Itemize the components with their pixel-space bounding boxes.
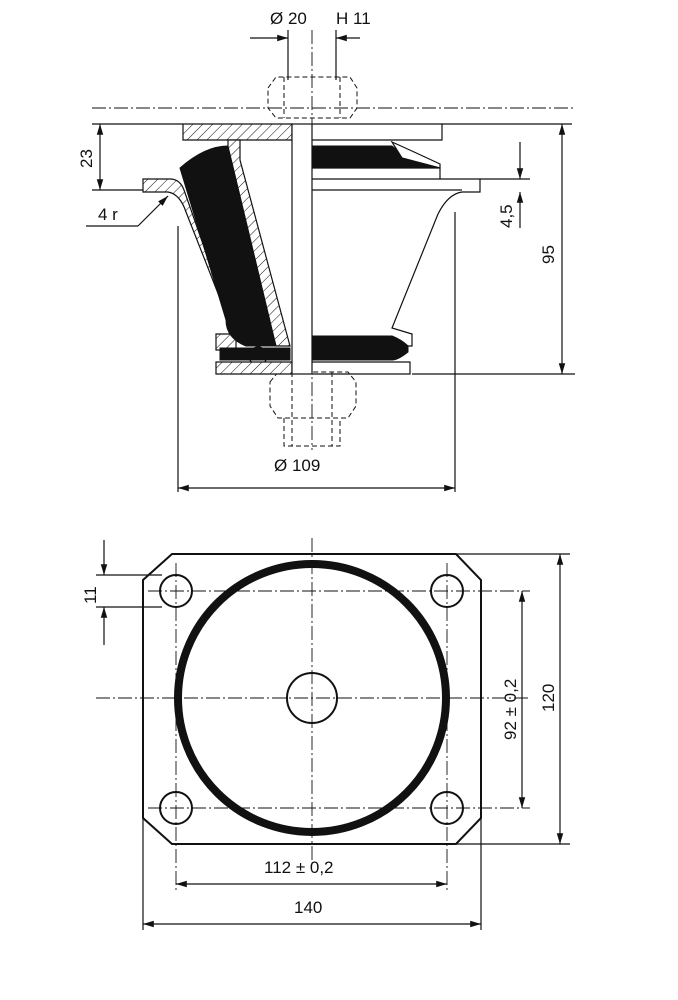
hidden-bottom-nut: [269, 371, 357, 447]
bore-diameter-label: Ø 20: [270, 9, 307, 28]
base-flange-left: [142, 178, 237, 351]
hole-spacing-horizontal-label: 112 ± 0,2: [264, 858, 334, 877]
top-plate-section: [182, 123, 293, 141]
radius-label: 4 r: [98, 205, 118, 224]
rubber-element-left: [179, 145, 277, 347]
radius-leader-diag: [137, 195, 169, 227]
thickness-label: 4,5: [497, 204, 516, 228]
bottom-plate-left: [215, 361, 293, 375]
top-plate-right: [312, 123, 443, 141]
rubber-ring: [174, 560, 450, 836]
plate-height-label: 120: [539, 684, 558, 712]
hole-diameter-label: 11: [81, 586, 100, 604]
right-outer-body: [312, 178, 481, 347]
base-diameter-label: Ø 109: [274, 456, 320, 475]
rubber-bottom-right: [311, 335, 409, 361]
overall-height-label: 95: [539, 245, 558, 264]
center-hole: [286, 672, 338, 724]
right-ring-top: [390, 140, 441, 169]
bolt-left: [291, 123, 313, 375]
rubber-bottom-left: [219, 347, 291, 361]
hole-spacing-vertical-label: 92 ± 0,2: [501, 679, 520, 740]
top-height-label: 23: [77, 149, 96, 168]
bottom-plate-right: [312, 361, 411, 375]
plan-view: 11 92 ± 0,2 120 112 ± 0,2 140: [81, 538, 570, 930]
bore-tolerance-label: H 11: [336, 9, 371, 28]
hidden-top-nut: [267, 76, 358, 119]
plate-width-label: 140: [294, 898, 322, 917]
section-view: Ø 20 H 11 23 4 r 4,5 95 Ø 109: [77, 9, 575, 492]
